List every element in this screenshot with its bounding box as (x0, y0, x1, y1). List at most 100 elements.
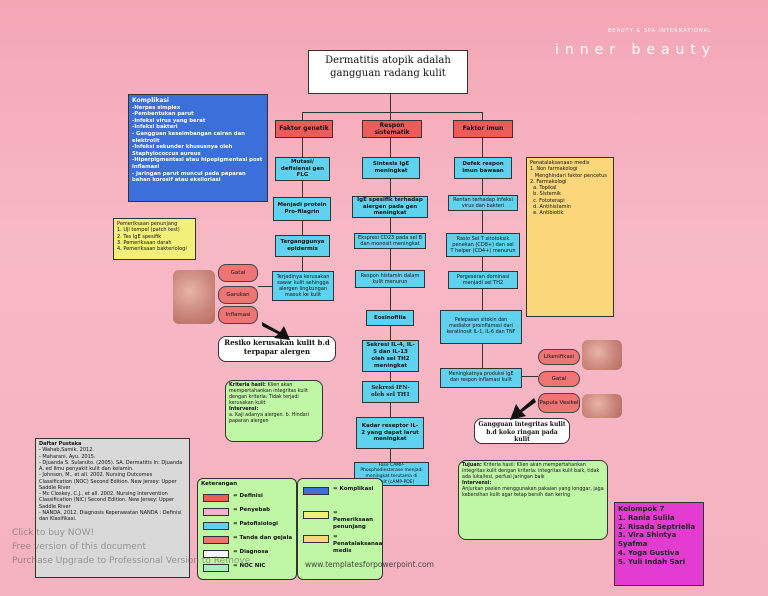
legend-swatch (203, 549, 229, 558)
col1-step-3: Terganggunya epidermis (275, 235, 330, 257)
footer-url[interactable]: www.templatesforpowerpoint.com (305, 560, 434, 569)
arrow-icon-2 (510, 398, 536, 420)
col2-step-7: Sekresi IFN- oleh sel TH1 (362, 381, 419, 403)
faktor-imun: Faktor imun (453, 120, 513, 138)
komp-item: -Pembentukan parut (132, 111, 194, 118)
skin-photo-right-1 (582, 340, 622, 370)
kel-item: 1. Rania Sulila (618, 513, 675, 522)
legend-swatch (203, 563, 229, 572)
main-title: Dermatitis atopik adalah gangguan radang… (308, 50, 468, 94)
watermark-3: Purchase Upgrade to Professional Version… (12, 556, 251, 566)
pena-item: b. Sistemik (530, 191, 561, 198)
kriteria2-tujuan: Tujuan: (462, 463, 482, 468)
faktor-genetik: Faktor genetik (275, 120, 333, 138)
pus-item: - Johnson, M., et all. 2002. Nursing Out… (39, 472, 177, 491)
kriteria2-text: Kriteria hasil: Klien akan mempertahanka… (462, 463, 600, 480)
symptom-papula: Papula Vesikel (538, 393, 580, 413)
pus-item: - Djuanda S. Sularsito. (2005). SA. Derm… (39, 459, 183, 472)
kel-item: 4. Yoga Gustiva (618, 548, 680, 557)
pena-item: 1. Non farmakologi (530, 166, 578, 173)
penunjang-box: Pemeriksaan penunjang 1. Uji tempel (pat… (113, 218, 196, 260)
col2-step-4: Respon histamin dalam kulit menurun (355, 270, 425, 288)
kelompok-title: Kelompok 7 (618, 505, 665, 513)
skin-photo-right-2 (582, 394, 622, 418)
komplikasi-title: Komplikasi (132, 97, 169, 104)
brand-small: BEAUTY & SPA INTERNATIONAL (608, 28, 712, 34)
watermark-2: Free version of this document (12, 542, 147, 552)
col2-step-1: Sintesis IgE meningkat (362, 157, 420, 179)
arrow-icon (262, 322, 290, 340)
symptom-garukan: Garukan (218, 286, 258, 304)
legend-label: = Penatalaksanaan medis (333, 534, 383, 554)
komp-item: -Infeksi bakteri (132, 124, 178, 131)
symptom-gatal-right: Gatal (538, 371, 580, 387)
legend-swatch (303, 535, 329, 543)
komp-item: -Herpes simplex (132, 104, 181, 111)
pena-item: 2. Farmakologi (530, 178, 567, 185)
legend-label: = Patofisiologi (233, 520, 279, 527)
pen-item: 4. Pemeriksaan bakteriologi (117, 246, 187, 252)
legend-label: = NOC NIC (233, 562, 266, 569)
pus-item: - NANDA, 2012. Diagnosis Keperawatan NAN… (39, 509, 182, 522)
kriteria2-int-lead: Intervensi: (462, 480, 492, 486)
pena-item: a. Topikal (530, 185, 557, 191)
komp-item: -Infeksi virus yang berat (132, 117, 206, 124)
pen-item: 2. Tes IgE spesifik (117, 233, 162, 240)
col3-step-4: Pergeseran dominasi menjadi sel TH2 (448, 271, 518, 289)
penatalaksanaan-box: Penatalaksanaan medis 1. Non farmakologi… (526, 157, 614, 317)
kel-item: 2. Risada Septriella (618, 522, 696, 531)
legend-swatch (203, 493, 229, 502)
komp-item: -Infeksi sekunder khususnya oleh Staphyl… (132, 144, 233, 157)
kriteria-box-1: Kriteria hasil: Klien akan mempertahanka… (225, 380, 323, 442)
col2-step-5: Eosinofilia (366, 310, 414, 326)
pena-item: Menghindari faktor pencetus (530, 172, 607, 179)
pena-item: d. Antihistamin (530, 203, 572, 210)
pen-item: 3. Pemeriksaan darah (117, 239, 172, 246)
pena-item: c. Fototerapi (530, 197, 565, 204)
pus-item: - Maharani, Ayu. 2015. (39, 453, 96, 460)
kriteria1-int-text: a. Kaji adanya alergen. b. Hindari papar… (229, 412, 310, 424)
col2-step-2: IgE spesifik terhadap alergen pada gen m… (352, 196, 428, 218)
symptom-likenifikasi: Likenifikasi (538, 349, 580, 365)
col1-step-1: Mutasi/ defisiensi gen FLG (275, 157, 330, 181)
col2-step-6: Sekresi IL-4, IL-5 dan IL-13 oleh sel TH… (362, 340, 419, 372)
pus-item: - Mc Closkey, C.J., et all. 2002. Nursin… (39, 491, 175, 510)
legend-label: = Komplikasi (333, 486, 374, 492)
watermark-1: Click to buy NOW! (12, 528, 95, 538)
komp-item: -Hiperpigmentasi atau hipopigmentasi pos… (132, 157, 263, 170)
pustaka-title: Daftar Pustaka (39, 441, 82, 447)
legend-label: = Diagnosa (233, 548, 269, 555)
col3-step-3: Rasio Sel T sitotoksik penekan (CD8+) da… (446, 233, 520, 257)
legend-swatch (303, 511, 329, 519)
col2-step-8: Kadar reseptor IL-2 yang dapat larut men… (356, 417, 424, 449)
skin-photo-left (173, 270, 215, 324)
pus-item: - Wahab,Samik. 2012. (39, 447, 94, 454)
legend-label: = Penyebab (233, 506, 271, 513)
kel-item: 3. Vira Shintya Syafma (618, 531, 677, 548)
col3-step-5: Pelepasan sitokin dan mediator proinflam… (440, 310, 522, 344)
pustaka-box: Daftar Pustaka - Wahab,Samik. 2012.- Mah… (35, 438, 190, 578)
symptom-gatal-left: Gatal (218, 264, 258, 282)
kriteria2-int-text: Anjurkan pasien menggunakan pakaian yang… (462, 486, 604, 498)
col1-step-4: Terjadinya kerusakan sawar kulit sehingg… (272, 271, 334, 301)
legend-label: = Definisi (233, 492, 263, 499)
legend-swatch (303, 487, 329, 495)
keterangan-title: Keterangan (201, 481, 238, 487)
col3-step-6: Meningkatnya produksi IgE dan respon inf… (440, 368, 522, 388)
respon-sistematik: Respon sistematik (362, 120, 422, 138)
symptom-inflamasi: Inflamasi (218, 306, 258, 324)
penatalaksanaan-title: Penatalaksanaan medis (530, 160, 590, 166)
kriteria1-int-lead: Intervensi: (229, 406, 259, 412)
legend-swatch (203, 535, 229, 544)
legend-swatch (203, 521, 229, 530)
kel-item: 5. Yuli Indah Sari (618, 557, 686, 566)
komp-item: - Jaringan parut muncul pada paparan bah… (132, 170, 246, 184)
col3-step-2: Rentan terhadap infeksi virus dan bakter… (448, 195, 518, 211)
resiko-diagnosis: Resiko kerusakan kulit b.d terpapar aler… (218, 336, 336, 362)
keterangan-box: Keterangan = Definisi = Penyebab = Patofis… (197, 478, 297, 580)
penunjang-title: Pemeriksaan penunjang (117, 221, 178, 227)
keterangan-box-2: = Komplikasi= Pemeriksaan penunjang= Pen… (297, 478, 383, 580)
kriteria-box-2: Tujuan: Kriteria hasil: Klien akan mempe… (458, 460, 608, 540)
gangguan-diagnosis: Gangguan integritas kulit b.d koko ringa… (474, 418, 570, 444)
